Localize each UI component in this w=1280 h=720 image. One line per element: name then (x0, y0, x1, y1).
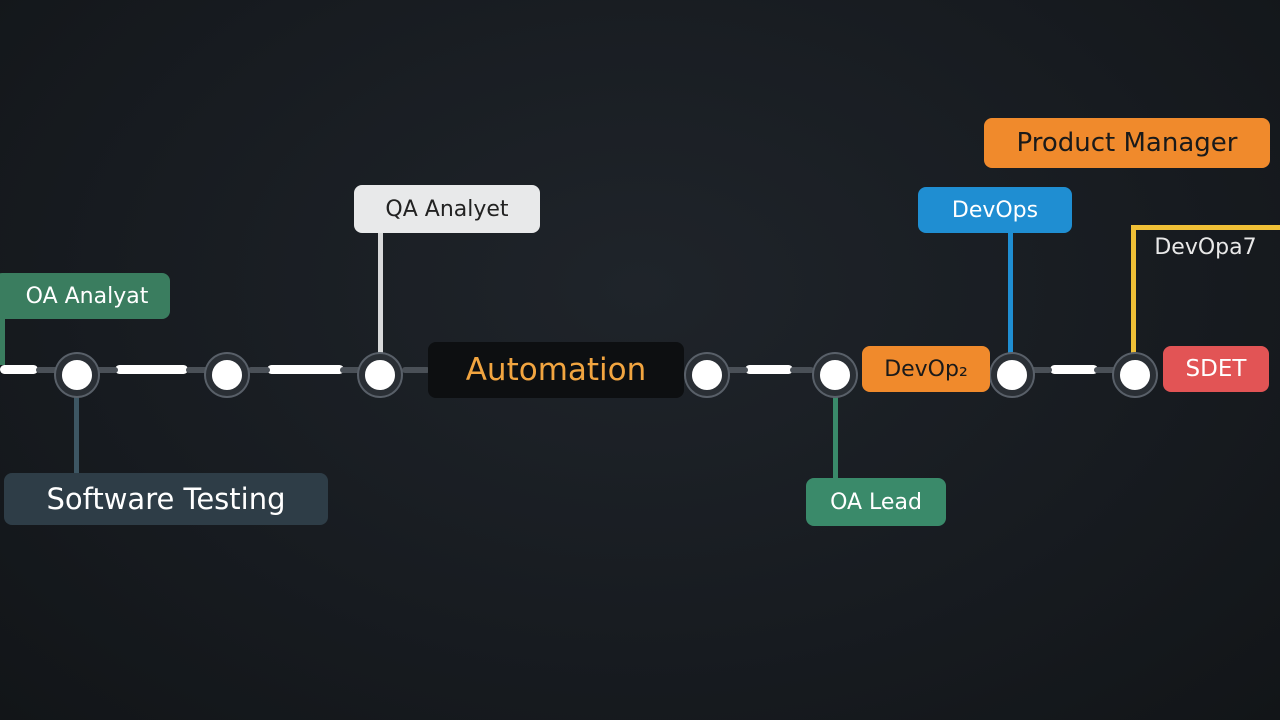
stem-qa-analyst (378, 232, 383, 354)
track-connector (36, 367, 58, 373)
timeline-node (359, 354, 401, 396)
track-segment (115, 365, 188, 374)
track-segment (0, 365, 38, 374)
stem-oa-analyst (0, 318, 5, 365)
stem-software-testing (74, 385, 79, 475)
track-connector (340, 367, 362, 373)
label-software-testing: Software Testing (4, 473, 328, 525)
timeline-node (56, 354, 98, 396)
timeline-node (814, 354, 856, 396)
track-connector (186, 367, 208, 373)
label-product-manager: Product Manager (984, 118, 1270, 168)
stem-oa-lead (833, 385, 838, 480)
timeline-node (1114, 354, 1156, 396)
label-devops-orange: DevOp₂ (862, 346, 990, 392)
track-connector (790, 367, 814, 373)
track-connector (96, 367, 118, 373)
track-connector (1094, 367, 1116, 373)
track-segment (745, 365, 793, 374)
label-devops-blue: DevOps (918, 187, 1072, 233)
label-qa-analyst: QA Analyet (354, 185, 540, 233)
track-connector (726, 367, 748, 373)
label-sdet: SDET (1163, 346, 1269, 392)
track-connector (248, 367, 270, 373)
timeline-node (206, 354, 248, 396)
timeline-node (991, 354, 1033, 396)
stem-devopa7-top (1131, 225, 1280, 230)
stem-devops-blue (1008, 232, 1013, 354)
track-segment (1050, 365, 1098, 374)
track-connector (1030, 367, 1052, 373)
label-automation: Automation (428, 342, 684, 398)
track-segment (267, 365, 344, 374)
timeline-node (686, 354, 728, 396)
track-connector (402, 367, 430, 373)
stem-devopa7 (1131, 225, 1136, 355)
label-oa-lead: OA Lead (806, 478, 946, 526)
label-oa-analyst: OA Analyat (0, 273, 170, 319)
label-devopa7: DevOpa7 (1154, 234, 1257, 260)
